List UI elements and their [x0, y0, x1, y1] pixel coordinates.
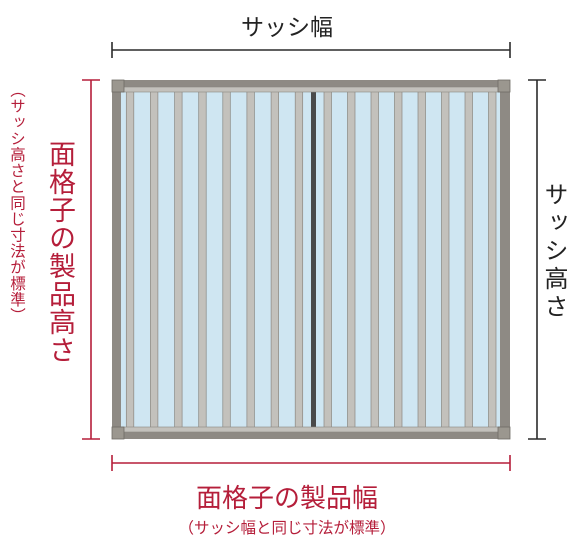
bottom-rail	[113, 426, 509, 433]
sash-height-dimension-line	[528, 79, 546, 440]
grille-bar-left-5	[222, 87, 231, 432]
corner-bracket-bottom-right	[497, 426, 511, 440]
grille-bar-right-4	[394, 87, 403, 432]
grille-bar-right-6	[441, 87, 450, 432]
center-mullion	[311, 88, 316, 431]
sash-width-dimension-line	[111, 42, 511, 58]
sash-width-label: サッシ幅	[241, 15, 333, 41]
grille-bar-left-4	[198, 87, 207, 432]
grille-bar-left-3	[174, 87, 183, 432]
grille-width-dimension-line	[111, 455, 511, 471]
grille-bar-left-2	[150, 87, 159, 432]
grille-height-dimension-line	[82, 79, 100, 440]
grille-bar-left-1	[125, 87, 135, 432]
grille-bar-right-8	[488, 87, 497, 432]
grille-bar-right-5	[417, 87, 426, 432]
grille-bar-left-8	[294, 87, 304, 432]
corner-bracket-top-right	[497, 79, 511, 93]
window-sash	[111, 79, 511, 440]
grille-bar-right-1	[323, 87, 332, 432]
glass-left	[121, 92, 311, 427]
grille-width-note: （サッシ幅と同じ寸法が標準）	[178, 519, 396, 537]
sash-height-label: サッシ高さ	[540, 182, 568, 322]
grille-bar-left-6	[246, 87, 255, 432]
top-rail	[113, 86, 509, 93]
grille-bar-right-7	[464, 87, 473, 432]
grille-bar-left-7	[270, 87, 279, 432]
grille-width-label: 面格子の製品幅	[195, 484, 378, 514]
grille-height-label: 面格子の製品高さ	[44, 140, 75, 364]
corner-bracket-top-left	[111, 79, 125, 93]
grille-bar-right-2	[347, 87, 356, 432]
grille-height-note: （サッシ高さと同じ寸法が標準）	[8, 82, 26, 324]
grille-bar-right-3	[370, 87, 379, 432]
corner-bracket-bottom-left	[111, 426, 125, 440]
